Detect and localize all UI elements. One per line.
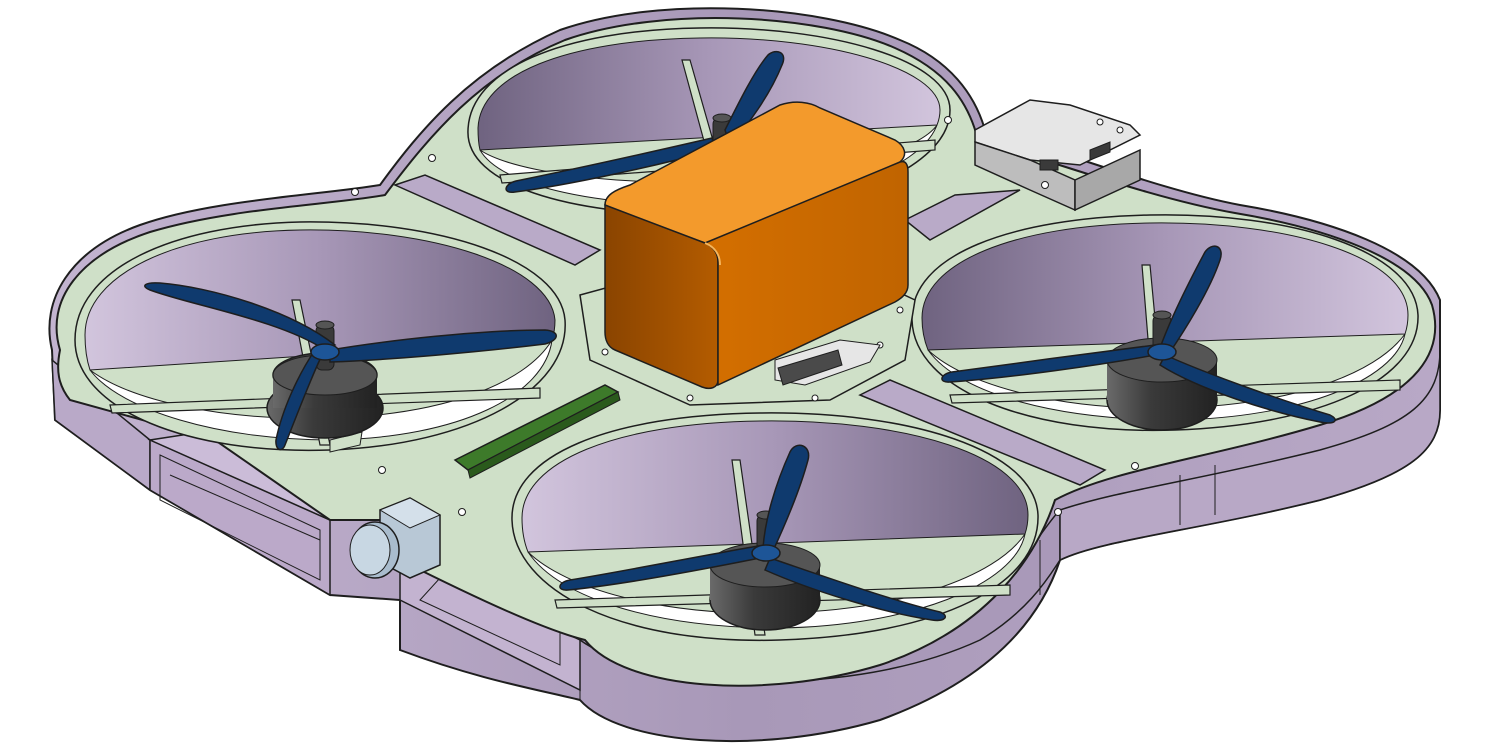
beam-slot-top-right: [903, 189, 1021, 241]
propeller-back: [505, 50, 785, 193]
beam-slot-right: [858, 379, 1107, 486]
receiver-module: [974, 99, 1142, 212]
mounting-holes: [351, 116, 1139, 516]
camera: [349, 497, 442, 579]
beam-slot-left: [392, 174, 602, 266]
battery: [604, 101, 909, 390]
frame-wall-right: [1059, 349, 1441, 562]
frame-wall-notch-left-inner: [169, 474, 321, 541]
duct-right: [911, 214, 1419, 432]
connector: [774, 339, 881, 386]
propeller-front: [559, 444, 947, 622]
frame-wall-notch-left: [159, 454, 321, 581]
pcb-strip: [453, 384, 621, 479]
propeller-left: [144, 282, 557, 451]
propeller-right: [941, 245, 1336, 424]
